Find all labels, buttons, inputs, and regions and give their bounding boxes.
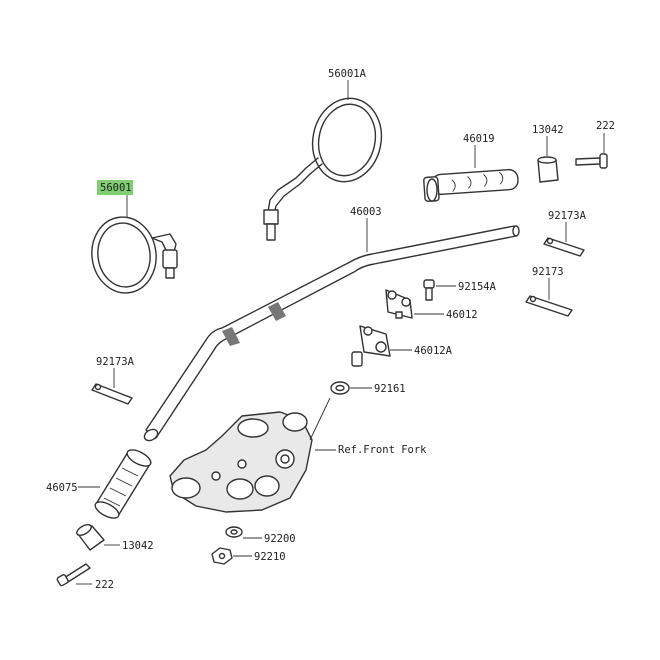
weight-right-drawing <box>537 156 559 183</box>
label-46003: 46003 <box>350 206 382 218</box>
label-92210: 92210 <box>254 551 286 563</box>
highlight-56001 <box>97 180 133 195</box>
handlebar-drawing <box>143 225 520 442</box>
label-46075: 46075 <box>46 482 78 494</box>
label-92161: 92161 <box>374 383 406 395</box>
screw-right-drawing <box>575 153 608 169</box>
label-fork-ref: Ref.Front Fork <box>338 444 427 456</box>
mirror-right-drawing <box>263 97 383 241</box>
label-222-right: 222 <box>596 120 615 132</box>
leader-washer-to-clamp <box>309 397 331 441</box>
label-222-left: 222 <box>95 579 114 591</box>
bolt-drawing <box>423 279 435 301</box>
label-13042-left: 13042 <box>122 540 154 552</box>
grip-left-drawing <box>94 449 152 519</box>
holder-upper-drawing <box>385 289 413 319</box>
mirror-left-drawing <box>91 216 178 294</box>
triple-clamp-drawing <box>169 411 313 513</box>
label-56001: 56001 <box>100 182 132 194</box>
holder-lower-drawing <box>351 325 391 367</box>
label-13042-right: 13042 <box>532 124 564 136</box>
label-92173-right: 92173 <box>532 266 564 278</box>
washer-small-drawing <box>225 526 243 538</box>
label-92200: 92200 <box>264 533 296 545</box>
label-92173a-left: 92173A <box>96 356 135 368</box>
label-92173a-right: 92173A <box>548 210 587 222</box>
nut-drawing <box>211 547 233 565</box>
clip-right-a-drawing <box>543 237 585 257</box>
label-92154a: 92154A <box>458 281 497 293</box>
grip-right-drawing <box>423 168 519 203</box>
clip-right-b-drawing <box>525 295 573 317</box>
label-46012: 46012 <box>446 309 478 321</box>
weight-left-drawing <box>76 524 105 551</box>
screw-left-drawing <box>56 563 91 587</box>
label-46012a: 46012A <box>414 345 453 357</box>
washer-drawing <box>330 381 350 395</box>
label-46019: 46019 <box>463 133 495 145</box>
clip-left-drawing <box>91 383 133 405</box>
label-56001a: 56001A <box>328 68 367 80</box>
